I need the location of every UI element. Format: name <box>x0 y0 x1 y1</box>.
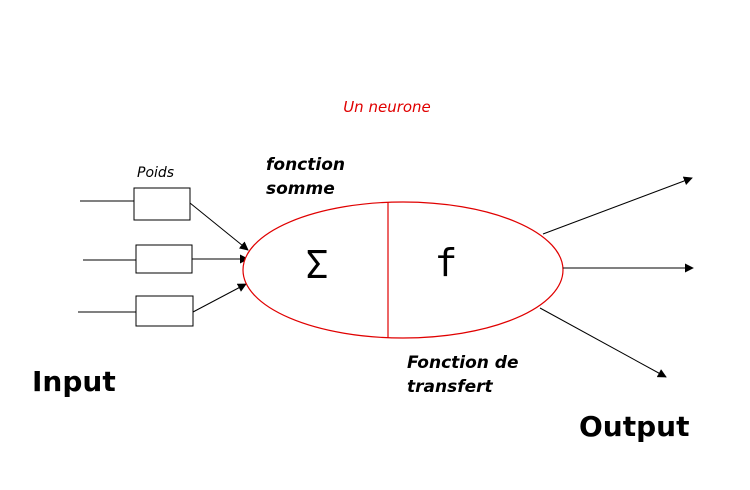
transfer-function-label-line2: transfert <box>407 377 494 397</box>
weights-label: Poids <box>137 165 174 181</box>
weight-box-3 <box>135 295 194 327</box>
output-label: Output <box>579 410 689 443</box>
weight-box-1 <box>133 187 191 221</box>
weight-arrow-1 <box>189 202 249 251</box>
sum-function-label-line1: fonction <box>266 155 345 175</box>
weight-box-2 <box>135 244 193 274</box>
transfer-symbol: f <box>435 241 458 285</box>
input-label: Input <box>32 365 116 398</box>
output-arrow-3 <box>539 307 667 378</box>
neuron-body <box>242 201 564 339</box>
transfer-function-label-line1: Fonction de <box>407 353 519 373</box>
diagram-title: Un neurone <box>343 98 431 116</box>
sum-function-label-line2: somme <box>266 179 335 199</box>
sum-symbol-icon: Σ <box>306 243 329 287</box>
weight-arrow-3 <box>192 283 247 313</box>
output-arrow-1 <box>542 176 693 235</box>
